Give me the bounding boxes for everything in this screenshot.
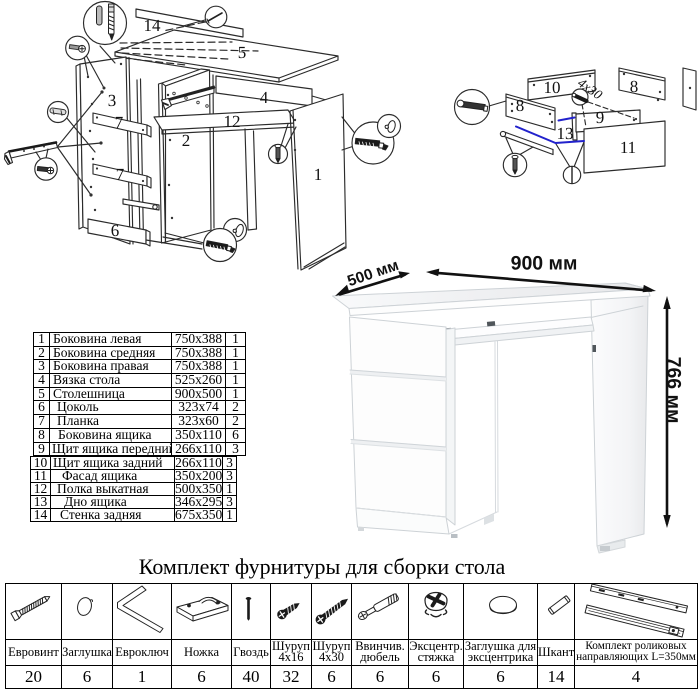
svg-text:2: 2 xyxy=(182,131,191,150)
svg-text:7: 7 xyxy=(115,113,124,132)
svg-text:5: 5 xyxy=(238,43,247,62)
svg-text:1: 1 xyxy=(314,165,323,184)
svg-text:8: 8 xyxy=(630,77,639,96)
svg-text:13: 13 xyxy=(557,124,574,143)
svg-text:10: 10 xyxy=(544,78,561,97)
svg-text:6: 6 xyxy=(111,221,120,240)
svg-text:11: 11 xyxy=(620,138,636,157)
svg-text:766 мм: 766 мм xyxy=(663,357,685,424)
svg-text:4: 4 xyxy=(260,88,269,107)
svg-text:8: 8 xyxy=(516,96,525,115)
svg-text:3: 3 xyxy=(108,91,117,110)
svg-text:12: 12 xyxy=(224,112,241,131)
svg-text:7: 7 xyxy=(116,165,125,184)
svg-text:14: 14 xyxy=(144,16,162,35)
svg-text:900 мм: 900 мм xyxy=(511,253,578,275)
svg-text:9: 9 xyxy=(596,108,605,127)
